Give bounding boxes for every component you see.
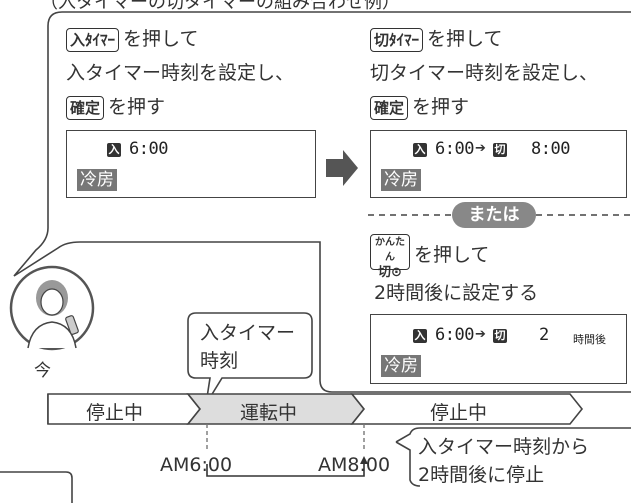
- confirm-key: 確定: [66, 95, 105, 120]
- lcd-right: 入 6:00 ➔ 切 8:00 冷房: [370, 130, 627, 198]
- right-line2: 切タイマー時刻を設定し、: [370, 62, 599, 84]
- lcd-mode: 冷房: [77, 169, 117, 191]
- right-line1: 切ﾀｲﾏｰを押して: [370, 24, 502, 52]
- left-line2: 入タイマー時刻を設定し、: [66, 62, 295, 84]
- arrow-icon: ➔: [475, 141, 486, 156]
- now-label: 今: [34, 361, 51, 381]
- lcd-mode: 冷房: [381, 355, 421, 377]
- time-start: AM6:00: [160, 454, 233, 476]
- lcd-time-on: 6:00: [435, 139, 474, 159]
- right-line3: 確定を押す: [370, 92, 469, 120]
- end-callout-line2: 2時間後に停止: [418, 464, 545, 486]
- segment-label-stopped-2: 停止中: [430, 402, 488, 424]
- on-timer-key: 入ﾀｲﾏｰ: [66, 27, 120, 52]
- on-badge: 入: [107, 143, 121, 157]
- left-line1: 入ﾀｲﾏｰを押して: [66, 24, 198, 52]
- off-badge: 切: [493, 143, 507, 157]
- lcd-hours: 2: [539, 325, 549, 345]
- lcd-time-off: 8:00: [531, 139, 570, 159]
- lcd-alt: 入 6:00 ➔ 切 2 時間後 冷房: [370, 314, 627, 384]
- header-partial: （入タイマーの切タイマーの組み合わせ例）: [40, 0, 400, 13]
- person-avatar: [9, 265, 95, 351]
- timeline: [0, 393, 631, 503]
- segment-label-running: 運転中: [240, 402, 298, 424]
- alt-line2: 2時間後に設定する: [374, 282, 539, 304]
- timer-on-callout-line1: 入タイマー: [200, 322, 296, 344]
- right-arrow-icon: [326, 150, 358, 186]
- lcd-left: 入 6:00 冷房: [66, 130, 316, 198]
- alt-line1: を押して: [414, 244, 490, 266]
- off-timer-key: 切ﾀｲﾏｰ: [370, 27, 424, 52]
- easy-off-key: かんたん 切⊙: [370, 234, 410, 280]
- segment-stopped-2: [350, 393, 584, 425]
- time-end: AM8:00: [318, 454, 391, 476]
- left-line3: 確定を押す: [66, 92, 165, 120]
- timer-on-callout-shape: [187, 312, 313, 405]
- arrow-icon: ➔: [475, 327, 486, 342]
- off-badge: 切: [493, 329, 507, 343]
- end-callout-line1: 入タイマー時刻から: [418, 436, 590, 458]
- or-pill: または: [452, 202, 536, 228]
- lcd-hours-unit: 時間後: [573, 333, 606, 346]
- lcd-time: 6:00: [129, 139, 168, 159]
- lcd-time-on: 6:00: [435, 325, 474, 345]
- lcd-mode: 冷房: [381, 169, 421, 191]
- confirm-key-right: 確定: [370, 95, 409, 120]
- on-badge: 入: [413, 143, 427, 157]
- on-badge: 入: [413, 329, 427, 343]
- segment-label-stopped-1: 停止中: [86, 402, 144, 424]
- timer-on-callout-line2: 時刻: [200, 350, 239, 372]
